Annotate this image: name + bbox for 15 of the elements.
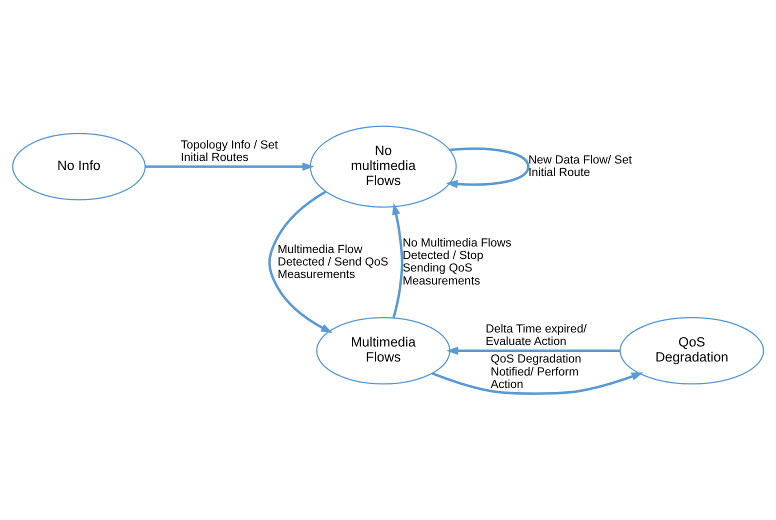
node-ellipse: Multimedia Flows xyxy=(316,317,450,385)
arrow xyxy=(392,202,404,318)
edge-label: Multimedia Flow Detected / Send QoS Measurements xyxy=(278,242,388,282)
edge-label: Topology Info / Set Initial Routes xyxy=(180,138,278,164)
arrow xyxy=(145,162,314,171)
arrow xyxy=(432,372,644,395)
edge-label: QoS Degradation Notified/ Perform Action xyxy=(490,352,582,391)
node-ellipse: QoS Degradation xyxy=(620,317,764,385)
arrow xyxy=(446,148,530,188)
node-ellipse: No Info xyxy=(12,132,146,200)
edge-label: Delta Time expired/ Evaluate Action xyxy=(486,322,587,348)
edge-label: No Multimedia Flows Detected / Stop Sending QoS Measurements xyxy=(402,236,512,288)
edge-label: New Data Flow/ Set Initial Route xyxy=(528,153,632,180)
arrow xyxy=(446,346,620,355)
arrow xyxy=(268,190,333,334)
